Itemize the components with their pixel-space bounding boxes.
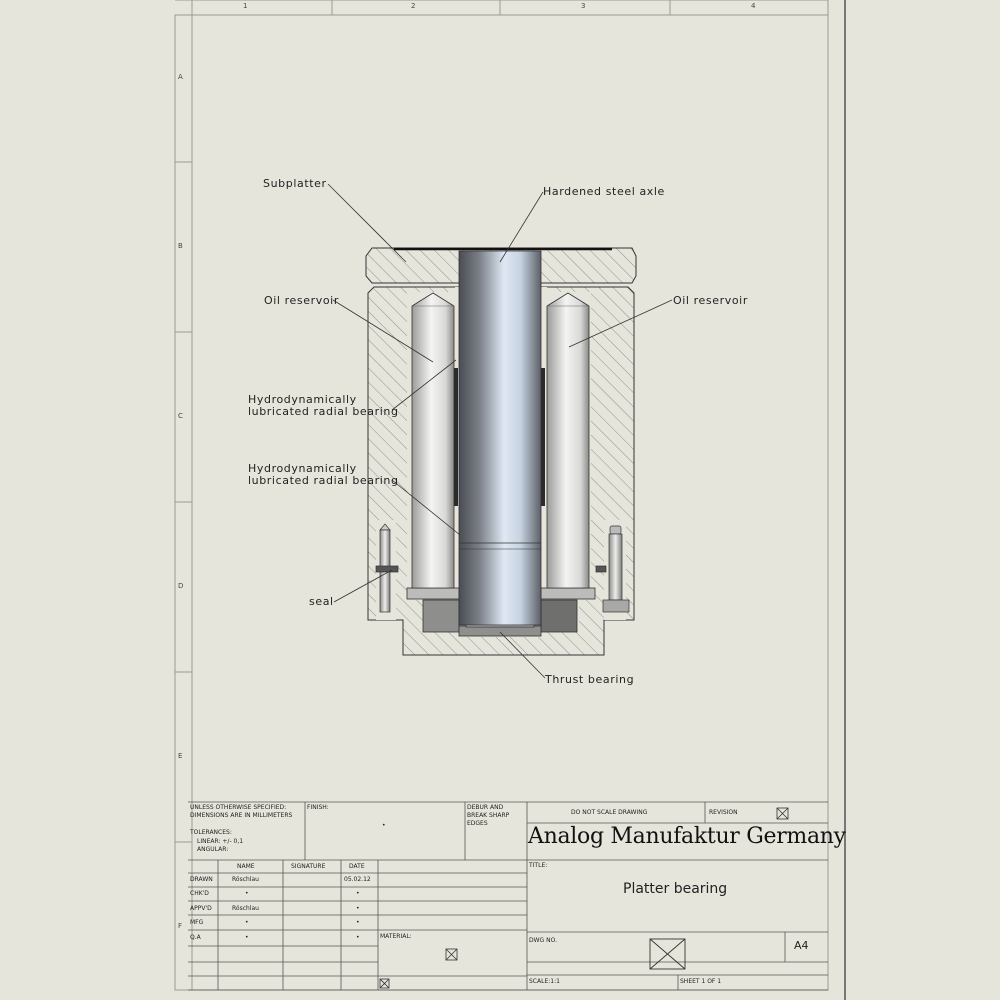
tb-name-approved: Röschlau: [232, 905, 259, 912]
tb-name-checked: •: [245, 890, 249, 897]
tb-deburr-1: DEBUR AND: [467, 804, 504, 811]
callout-oil-reservoir-right: Oil reservoir: [673, 294, 748, 307]
callout-radial-bearing-1-line2: lubricated radial bearing: [248, 405, 399, 418]
zone-col-1: 1: [243, 2, 248, 10]
revision-box-icon: [776, 807, 789, 820]
material-box-icon: [445, 948, 458, 961]
callout-seal: seal: [309, 595, 334, 608]
tb-tolerances: TOLERANCES:: [190, 829, 232, 836]
callout-radial-bearing-2-line2: lubricated radial bearing: [248, 474, 399, 487]
callout-radial-bearing-1-line1: Hydrodynamically: [248, 393, 357, 406]
tb-role-approved: APPV'D: [190, 905, 212, 912]
screw-right: [595, 525, 630, 613]
tb-linear: LINEAR: +/- 0,1: [197, 838, 244, 845]
zone-col-3: 3: [581, 2, 586, 10]
tb-sheet: SHEET 1 OF 1: [680, 978, 722, 985]
tb-scale: SCALE:1:1: [529, 978, 560, 985]
zone-col-2: 2: [411, 2, 416, 10]
tb-role-checked: CHK'D: [190, 890, 209, 897]
tb-role-drawn: DRAWN: [190, 876, 213, 883]
tb-sheet-size: A4: [794, 939, 809, 952]
seal-rings: [406, 587, 596, 637]
tb-col-name: NAME: [237, 863, 255, 870]
zone-row-a: A: [178, 73, 183, 81]
radial-bushing-right: [541, 368, 545, 506]
tb-role-qa: Q.A: [190, 934, 201, 941]
callout-axle: Hardened steel axle: [543, 185, 665, 198]
zone-row-d: D: [178, 582, 184, 590]
tb-name-qa: •: [245, 934, 249, 941]
tb-do-not-scale: DO NOT SCALE DRAWING: [571, 809, 648, 816]
steel-axle: [458, 250, 542, 626]
tb-title-label: TITLE:: [529, 862, 548, 869]
title-block-grid: [188, 801, 828, 991]
radial-bushing-left: [454, 368, 458, 506]
zone-row-f: F: [178, 922, 183, 930]
oil-reservoir-pin-left: [411, 292, 455, 589]
tb-role-mfg: MFG: [190, 919, 204, 926]
callout-leaders: [327, 183, 673, 679]
tb-col-signature: SIGNATURE: [291, 863, 326, 870]
zone-row-c: C: [178, 412, 183, 420]
callout-subplatter: Subplatter: [263, 177, 327, 190]
zone-row-e: E: [178, 752, 183, 760]
tb-deburr-3: EDGES: [467, 820, 488, 827]
zone-col-4: 4: [751, 2, 756, 10]
tb-date-drawn: 05.02.12: [344, 876, 371, 883]
tb-date-qa: •: [356, 934, 360, 941]
screw-left: [375, 523, 399, 613]
tb-angular: ANGULAR:: [197, 846, 229, 853]
dwg-no-box-icon: [649, 938, 686, 970]
tb-name-drawn: Röschlau: [232, 876, 259, 883]
callout-thrust-bearing: Thrust bearing: [545, 673, 635, 686]
zone-row-b: B: [178, 242, 183, 250]
tb-dwg-no: DWG NO.: [529, 937, 557, 944]
tb-col-date: DATE: [349, 863, 365, 870]
oil-reservoir-pin-right: [546, 292, 590, 589]
tb-date-mfg: •: [356, 919, 360, 926]
tb-revision: REVISION: [709, 809, 738, 816]
scale-box-icon: [379, 978, 390, 989]
tb-finish-value: •: [382, 822, 386, 829]
tb-general-note-2: DIMENSIONS ARE IN MILLIMETERS: [190, 812, 293, 819]
tb-deburr-2: BREAK SHARP: [467, 812, 510, 819]
tb-finish: FINISH:: [307, 804, 329, 811]
tb-material: MATERIAL:: [380, 933, 412, 940]
tb-general-note-1: UNLESS OTHERWISE SPECIFIED:: [190, 804, 287, 811]
company-name: Analog Manufaktur Germany: [528, 824, 846, 849]
tb-date-approved: •: [356, 905, 360, 912]
tb-date-checked: •: [356, 890, 360, 897]
drawing-title: Platter bearing: [623, 881, 728, 897]
callout-oil-reservoir-left: Oil reservoir: [264, 294, 339, 307]
callout-radial-bearing-2-line1: Hydrodynamically: [248, 462, 357, 475]
tb-name-mfg: •: [245, 919, 249, 926]
